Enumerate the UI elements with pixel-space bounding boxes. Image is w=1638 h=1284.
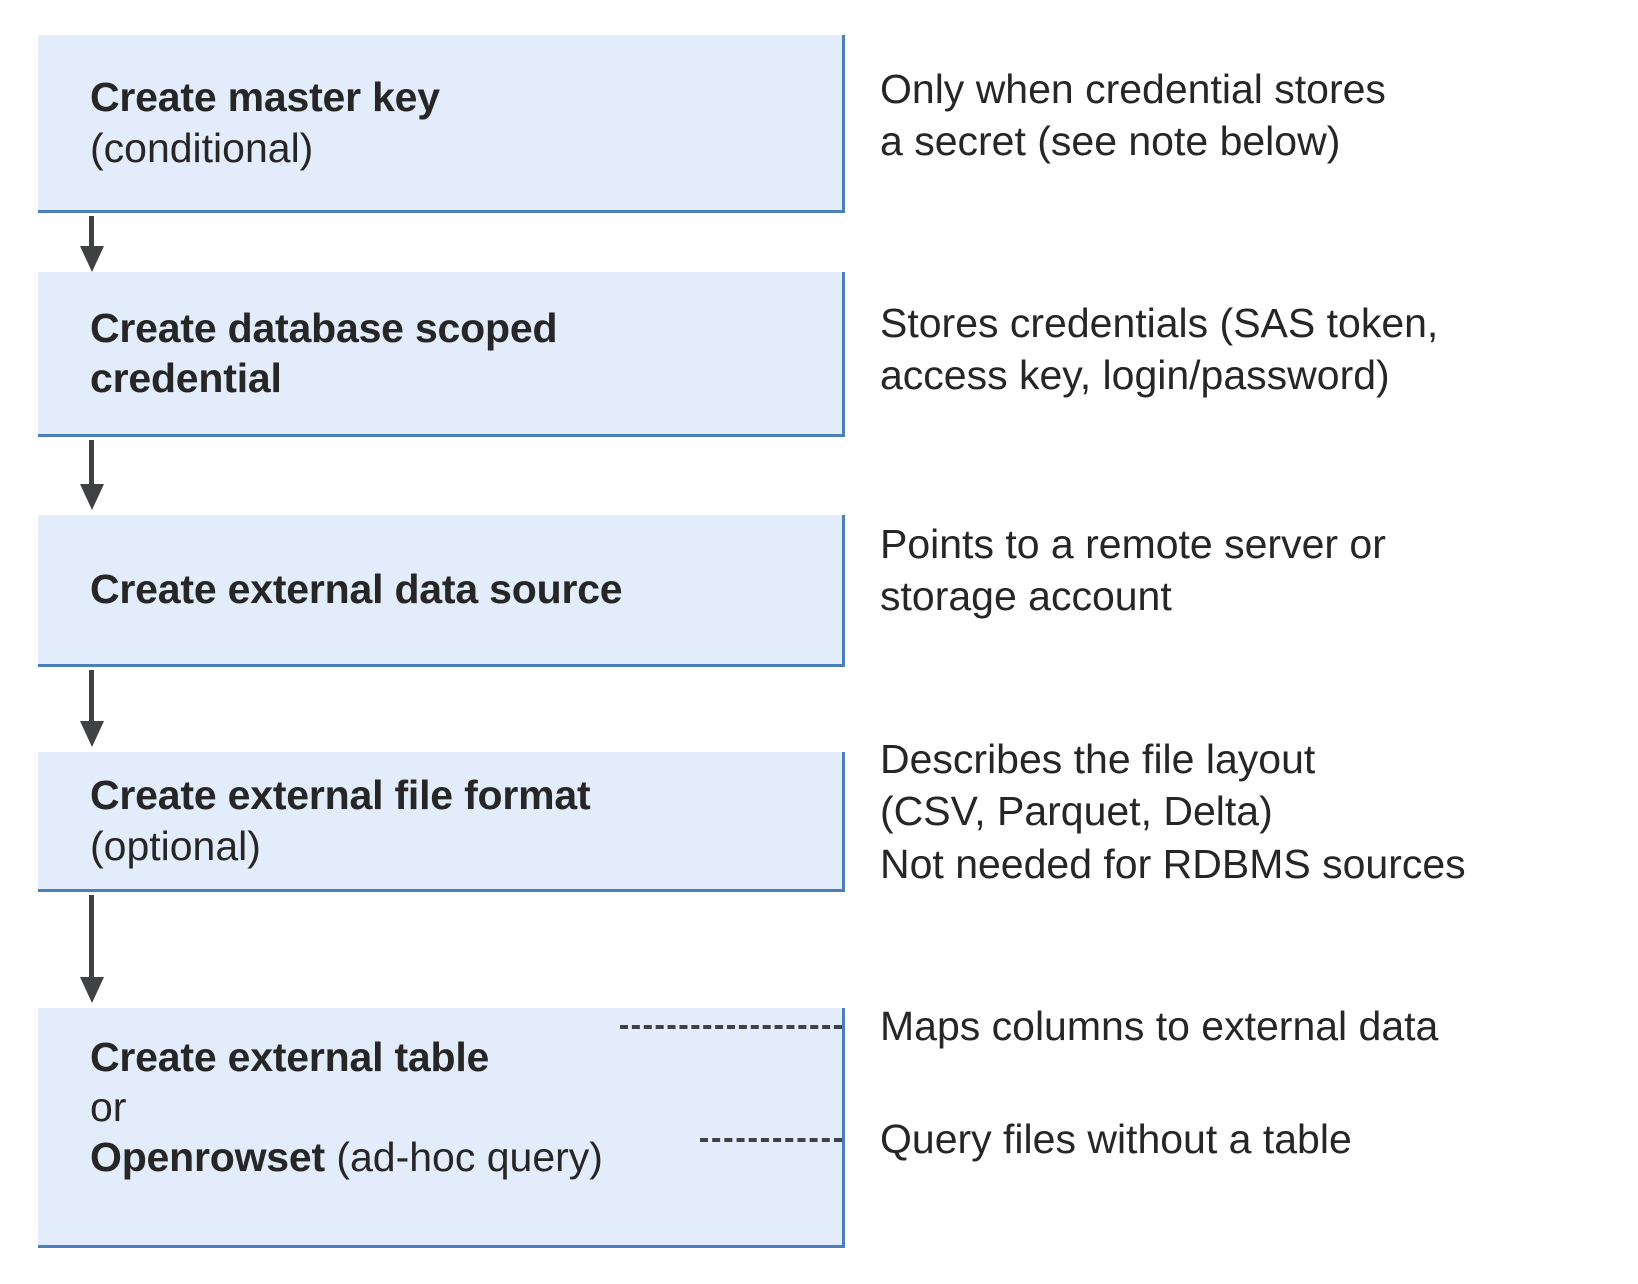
step-box-create-external-data-source: Create external data source xyxy=(38,515,845,667)
step-box-create-external-file-format: Create external file format (optional) xyxy=(38,752,845,892)
final-step-connector-or: or xyxy=(90,1084,127,1131)
arrow-icon-2 xyxy=(80,440,104,515)
step-text-block: Create master key (conditional) xyxy=(38,72,842,172)
step-title: Create master key xyxy=(90,74,440,121)
step-subtitle: (conditional) xyxy=(90,124,314,171)
arrow-icon-3 xyxy=(80,670,104,752)
arrow-icon-4 xyxy=(80,895,104,1008)
note-create-external-table: Maps columns to external data xyxy=(880,1003,1439,1049)
step-box-create-external-table-or-openrowset: Create external table or Openrowset (ad-… xyxy=(38,1008,845,1248)
note-create-master-key: Only when credential stores a secret (se… xyxy=(880,66,1386,165)
note-create-external-file-format: Describes the file layout (CSV, Parquet,… xyxy=(880,736,1466,887)
arrow-head xyxy=(80,977,104,1003)
note-openrowset: Query files without a table xyxy=(880,1116,1352,1162)
step-text-block: Create external data source xyxy=(38,564,842,614)
note-create-external-data-source: Points to a remote server or storage acc… xyxy=(880,521,1386,620)
arrow-shaft xyxy=(89,216,94,250)
arrow-head xyxy=(80,721,104,747)
final-step-openrowset-suffix: (ad-hoc query) xyxy=(324,1134,603,1181)
dashed-connector-external-table xyxy=(620,1025,842,1029)
step-title: Create database scoped credential xyxy=(90,304,558,401)
final-step-openrowset-line: Openrowset (ad-hoc query) xyxy=(90,1132,826,1182)
step-box-create-database-scoped-credential: Create database scoped credential xyxy=(38,272,845,437)
step-title: Create external file format xyxy=(90,772,591,819)
final-step-title-external-table: Create external table xyxy=(90,1034,490,1080)
dashed-connector-openrowset xyxy=(700,1138,842,1142)
step-text-block: Create external table or Openrowset (ad-… xyxy=(38,1008,842,1182)
step-text-block: Create external file format (optional) xyxy=(38,770,842,870)
step-subtitle: (optional) xyxy=(90,822,261,869)
step-box-create-master-key: Create master key (conditional) xyxy=(38,35,845,213)
final-step-title-openrowset: Openrowset xyxy=(90,1134,325,1181)
step-title: Create external data source xyxy=(90,566,623,613)
arrow-shaft xyxy=(89,895,94,981)
note-create-database-scoped-credential: Stores credentials (SAS token, access ke… xyxy=(880,300,1439,399)
arrow-head xyxy=(80,484,104,510)
step-text-block: Create database scoped credential xyxy=(38,303,726,403)
arrow-shaft xyxy=(89,670,94,725)
arrow-icon-1 xyxy=(80,216,104,272)
arrow-shaft xyxy=(89,440,94,488)
arrow-head xyxy=(80,246,104,272)
